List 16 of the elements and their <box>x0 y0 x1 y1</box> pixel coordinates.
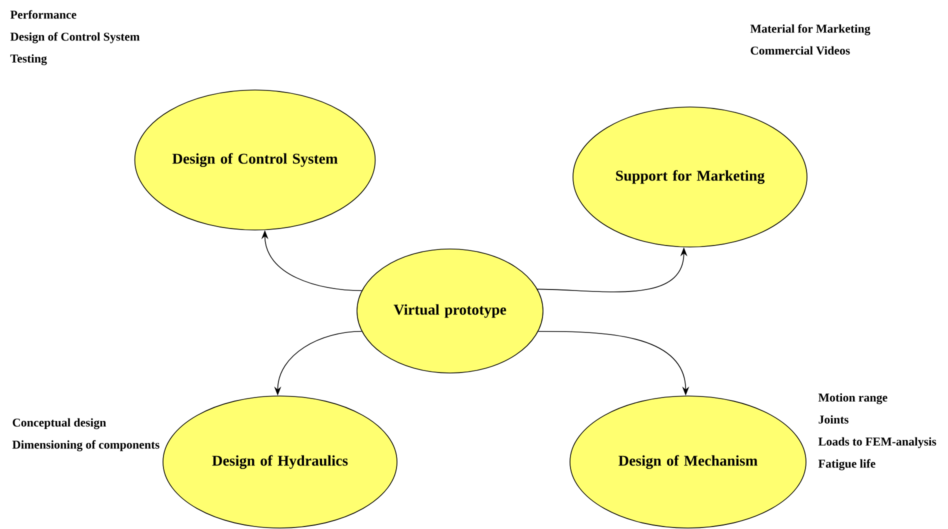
annotation-text: Loads to FEM-analysis <box>818 437 936 448</box>
annotation-text: Commercial Videos <box>750 46 850 55</box>
annotation-text: Design of Control System <box>10 32 140 44</box>
annotation-text: Motion range <box>818 393 888 404</box>
ellipse-node: Design of Mechanism <box>570 396 806 528</box>
ellipse-node: Support for Marketing <box>572 106 808 248</box>
annotation-text: Performance <box>10 10 76 19</box>
annotation-text: Material for Marketing <box>750 24 870 36</box>
annotation-text: Testing <box>10 54 47 66</box>
annotation-text: Joints <box>818 415 848 424</box>
annotation-text: Dimensioning of components <box>12 440 160 452</box>
ellipse-node: Design of Control System <box>134 90 376 230</box>
annotation-text: Fatigue life <box>818 459 876 470</box>
annotation-text: Conceptual design <box>12 418 106 430</box>
ellipse-node: Design of Hydraulics <box>162 396 398 528</box>
ellipse-node: Virtual prototype <box>356 248 544 374</box>
